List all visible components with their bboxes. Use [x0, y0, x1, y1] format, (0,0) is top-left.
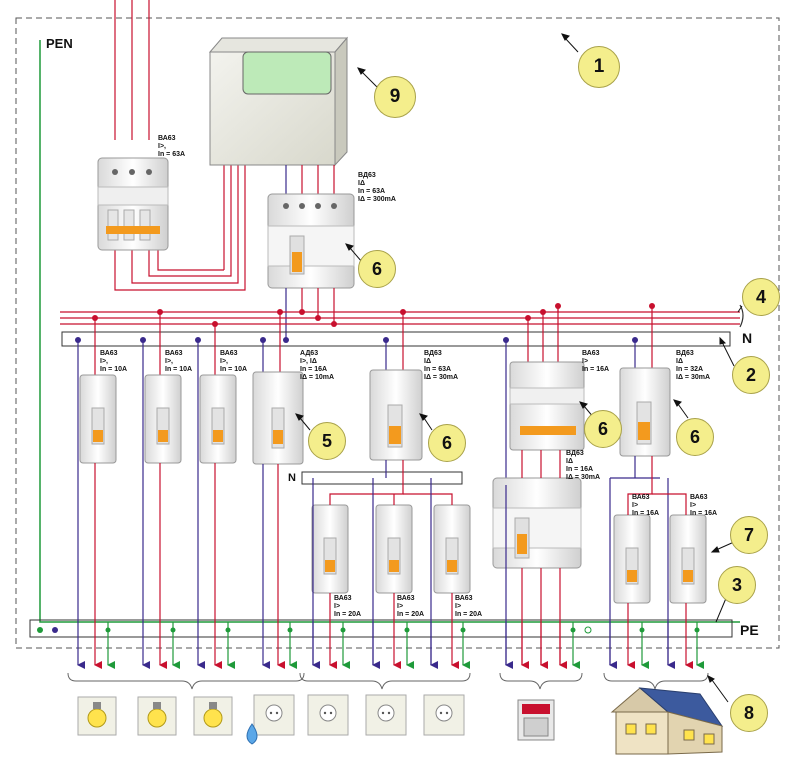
- lamp-icon: [137, 696, 177, 736]
- neutral-label: N: [742, 330, 753, 346]
- pe-label: PE: [740, 622, 759, 638]
- cb-sock-2-label: ВА63 I> In = 20А: [397, 595, 425, 618]
- callout-6a: 6: [358, 250, 396, 288]
- pen-label: PEN: [46, 36, 73, 51]
- rcbo-bath-label: АД63 I>, IΔ In = 16А IΔ = 10mA: [300, 350, 335, 381]
- group-brace-3: [499, 672, 583, 690]
- lamp-icon: [193, 696, 233, 736]
- group-brace-1: [67, 672, 305, 690]
- breaker-socket-1: [311, 504, 349, 594]
- cb-house-2-label: ВА63 I> In = 16А: [690, 494, 718, 517]
- callout-6b: 6: [428, 424, 466, 462]
- cb-light-2-label: ВА63 I>, In = 10А: [165, 350, 193, 373]
- group-brace-2: [299, 672, 471, 690]
- lamp-icon: [77, 696, 117, 736]
- rcd-house-label: ВД63 IΔ In = 32А IΔ = 30mA: [676, 350, 711, 381]
- water-drop-icon: [246, 723, 258, 745]
- rcd-main: [267, 193, 355, 289]
- socket-icon: [253, 694, 295, 736]
- callout-8: 8: [730, 694, 768, 732]
- rcd-sockets-label: ВД63 IΔ In = 63А IΔ = 30mA: [424, 350, 459, 381]
- group-brace-4: [603, 672, 709, 690]
- neutral-sub-label: N: [288, 472, 296, 484]
- socket-icon: [307, 694, 349, 736]
- breaker-light-2: [144, 374, 182, 464]
- cb-light-1-label: ВА63 I>, In = 10А: [100, 350, 128, 373]
- house-icon: [610, 687, 724, 755]
- callout-6d: 6: [676, 418, 714, 456]
- callout-5: 5: [308, 422, 346, 460]
- main-breaker: [97, 157, 169, 251]
- socket-icon: [365, 694, 407, 736]
- pen-conductor: [39, 40, 740, 623]
- rcd-sockets: [369, 369, 423, 461]
- breaker-socket-3: [433, 504, 471, 594]
- callout-1: 1: [578, 46, 620, 88]
- rcd-main-label: ВД63 IΔ In = 63А IΔ = 300mA: [358, 172, 396, 203]
- callout-7: 7: [730, 516, 768, 554]
- callout-pointers: [295, 33, 743, 703]
- breaker-light-3: [199, 374, 237, 464]
- rcbo-bathroom: [252, 371, 304, 465]
- enclosure-frame: [15, 17, 780, 649]
- callout-6c: 6: [584, 410, 622, 448]
- socket-icon: [423, 694, 465, 736]
- breaker-3p-stove: [509, 361, 585, 451]
- cb-light-3-label: ВА63 I>, In = 10А: [220, 350, 248, 373]
- cb-sock-1-label: ВА63 I> In = 20А: [334, 595, 362, 618]
- phase-busbars: [60, 304, 744, 328]
- neutral-sub-bus: [301, 471, 463, 485]
- breaker-socket-2: [375, 504, 413, 594]
- cb-sock-3-label: ВА63 I> In = 20А: [455, 595, 483, 618]
- meter-display: [242, 51, 332, 95]
- rcd-stove-label: ВД63 IΔ In = 16А IΔ = 30mA: [566, 450, 601, 481]
- supply-lines: [114, 0, 246, 291]
- pe-bus: [29, 619, 733, 638]
- main-breaker-label: ВА63 I>, In = 63А: [158, 135, 186, 158]
- breaker-house-2: [669, 514, 707, 604]
- rcd-house: [619, 367, 671, 457]
- stove-icon: [517, 699, 555, 741]
- callout-3: 3: [718, 566, 756, 604]
- cb-house-1-label: ВА63 I> In = 16А: [632, 494, 660, 517]
- rcd-stove: [492, 477, 582, 569]
- callout-2: 2: [732, 356, 770, 394]
- callout-9: 9: [374, 76, 416, 118]
- breaker-light-1: [79, 374, 117, 464]
- energy-meter: [208, 36, 349, 167]
- breaker-house-1: [613, 514, 651, 604]
- neutral-bus: [61, 331, 731, 347]
- callout-4: 4: [742, 278, 780, 316]
- cb-3p-stove-label: ВА63 I> In = 16А: [582, 350, 610, 373]
